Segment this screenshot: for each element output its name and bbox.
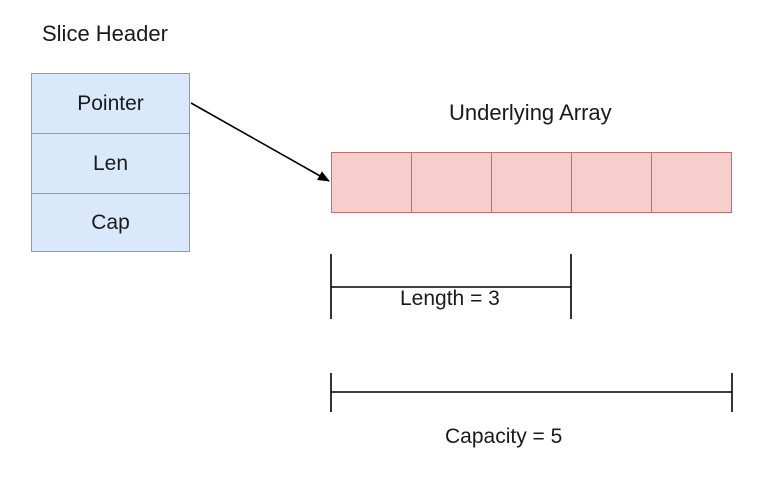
array-cell-1: [412, 153, 492, 212]
field-pointer: Pointer: [32, 74, 189, 134]
array-cell-0: [332, 153, 412, 212]
field-cap: Cap: [91, 210, 130, 234]
capacity-label: Capacity = 5: [445, 425, 563, 448]
array-cell-2: [492, 153, 572, 212]
underlying-array-title: Underlying Array: [449, 100, 612, 125]
length-label: Length = 3: [400, 287, 500, 310]
slice-header-box: Pointer Len Cap: [31, 73, 190, 252]
capacity-bracket: [330, 373, 733, 412]
array-cell-3: [572, 153, 652, 212]
field-len: Len: [32, 134, 189, 194]
underlying-array: [331, 152, 732, 213]
pointer-arrow: [190, 102, 330, 182]
length-bracket: [330, 254, 572, 319]
slice-header-title: Slice Header: [42, 21, 168, 46]
